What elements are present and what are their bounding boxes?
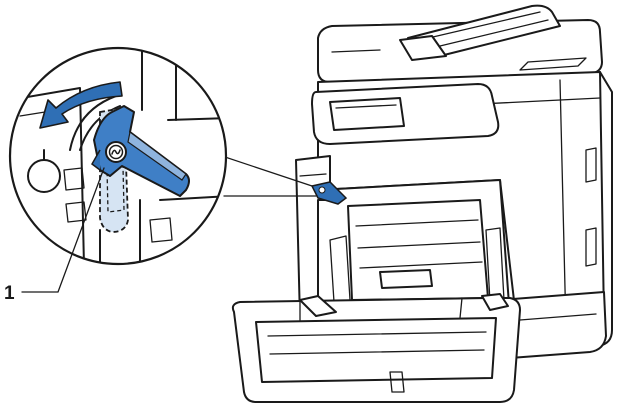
printer-illustration xyxy=(231,4,613,403)
drum-lock-lever xyxy=(310,181,348,205)
rotate-arrow-icon xyxy=(39,81,123,129)
zoom-interior xyxy=(10,48,226,264)
control-panel xyxy=(311,83,500,145)
document-feeder xyxy=(317,4,603,83)
magnified-detail-view xyxy=(8,46,228,266)
callout-1: 1 xyxy=(4,167,105,304)
front-cover-open xyxy=(231,293,521,403)
callout-1-label: 1 xyxy=(4,283,15,304)
callout-1-leader xyxy=(21,167,105,293)
